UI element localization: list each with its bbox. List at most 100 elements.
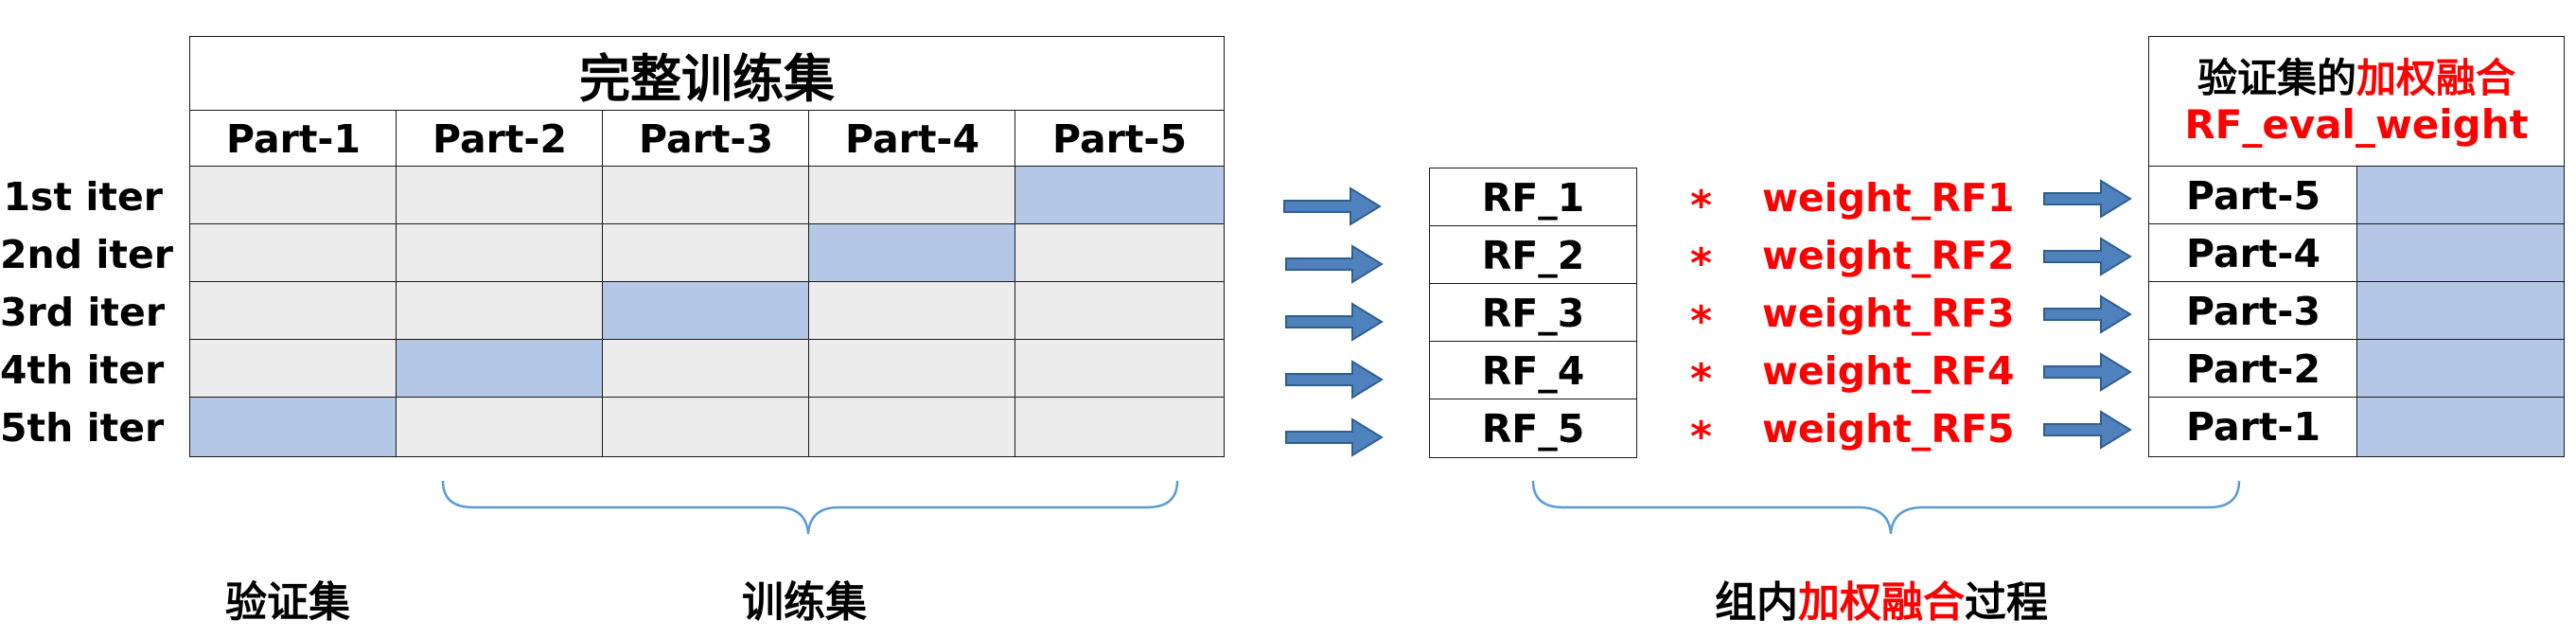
right-arrow-icon [2043,237,2132,276]
right-arrow-icon [1285,244,1384,284]
training-fold-cell [1015,339,1225,399]
fusion-value-cell [2356,397,2565,457]
weight-label: weight_RF1 [1762,175,2015,221]
fusion-part-cell: Part-1 [2148,397,2358,457]
fusion-value-cell [2356,339,2565,399]
training-fold-cell [396,397,604,457]
fusion-header-highlight: 加权融合 [2356,55,2516,101]
training-fold-cell [808,397,1016,457]
fusion-part-cell: Part-4 [2148,223,2358,283]
model-box: RF_3 [1429,283,1637,343]
training-fold-cell [602,339,810,399]
fusion-part-label: Part-2 [2186,346,2320,392]
training-fold-cell [1015,281,1225,341]
column-header-label: Part-3 [639,115,773,162]
fusion-part-label: Part-5 [2186,172,2320,219]
fusion-value-cell [2356,223,2565,283]
column-header-label: Part-5 [1052,115,1187,162]
process-label-highlight: 加权融合 [1798,578,1965,627]
multiply-operator: * [1690,413,1713,461]
table-title-cell: 完整训练集 [189,36,1225,112]
training-brace [441,480,1179,535]
right-arrow-icon [2043,352,2132,392]
weight-label: weight_RF2 [1762,233,2015,278]
multiply-operator: * [1690,239,1713,288]
fusion-part-label: Part-4 [2186,230,2320,276]
fusion-part-label: Part-3 [2186,288,2320,334]
training-fold-cell [602,397,810,457]
validation-fold-cell [808,223,1016,283]
fusion-part-cell: Part-3 [2148,281,2358,341]
process-brace [1531,480,2241,535]
fusion-header-text: 验证集的 [2197,55,2356,101]
row-label: 1st iter [3,174,163,220]
weight-label: weight_RF4 [1762,348,2015,394]
training-fold-cell [808,166,1016,225]
column-header: Part-4 [808,110,1016,168]
row-label: 2nd iter [0,232,174,277]
multiply-operator: * [1690,355,1713,403]
multiply-operator: * [1690,182,1713,230]
model-box: RF_2 [1429,225,1637,285]
weight-label: weight_RF3 [1762,291,2015,336]
fusion-header-line2: RF_eval_weight [2184,101,2529,148]
column-header: Part-5 [1015,110,1225,168]
multiply-operator: * [1690,297,1713,346]
model-label: RF_1 [1481,174,1585,221]
column-header-label: Part-1 [226,115,361,162]
training-fold-cell [602,223,810,283]
right-arrow-icon [1283,186,1382,226]
validation-fold-cell [1015,166,1225,225]
training-fold-cell [396,166,604,225]
right-arrow-icon [2043,410,2132,450]
row-label: 3rd iter [0,290,166,335]
training-fold-cell [189,166,397,225]
fusion-header-line1: 验证集的加权融合 [2149,46,2564,104]
column-header: Part-2 [396,110,604,168]
training-fold-cell [1015,397,1225,457]
right-arrow-icon [1285,417,1384,457]
row-label: 5th iter [0,405,165,451]
process-label-prefix: 组内 [1715,578,1798,627]
training-fold-cell [189,281,397,341]
training-fold-cell [396,281,604,341]
validation-set-label: 验证集 [225,578,350,627]
model-label: RF_3 [1481,290,1585,336]
fusion-header-cell: 验证集的加权融合 RF_eval_weight [2148,36,2565,168]
right-arrow-icon [1285,360,1384,399]
row-label: 4th iter [0,347,165,393]
fusion-part-cell: Part-5 [2148,166,2358,225]
process-label-suffix: 过程 [1965,578,2048,627]
column-header: Part-1 [189,110,397,168]
right-arrow-icon [2043,294,2132,334]
training-fold-cell [396,223,604,283]
validation-fold-cell [602,281,810,341]
model-label: RF_4 [1481,347,1585,394]
arrows-to-models [1283,186,1384,457]
validation-fold-cell [189,397,397,457]
training-fold-cell [808,281,1016,341]
table-title: 完整训练集 [579,48,835,109]
fusion-value-cell [2356,166,2565,225]
fusion-value-cell [2356,281,2565,341]
validation-fold-cell [396,339,604,399]
training-fold-cell [189,339,397,399]
column-header: Part-3 [602,110,810,168]
fusion-process-label: 组内加权融合过程 [1715,568,2048,629]
model-label: RF_5 [1481,405,1585,452]
arrows-to-fusion [2043,179,2132,450]
fusion-part-label: Part-1 [2186,404,2320,450]
column-header-label: Part-2 [432,115,567,162]
model-label: RF_2 [1481,232,1585,278]
model-box: RF_5 [1429,399,1637,458]
training-fold-cell [808,339,1016,399]
training-fold-cell [189,223,397,283]
training-fold-cell [602,166,810,225]
right-arrow-icon [1285,302,1384,342]
column-header-label: Part-4 [845,115,979,162]
training-set-label: 训练集 [742,578,867,627]
right-arrow-icon [2043,179,2132,219]
fusion-part-cell: Part-2 [2148,339,2358,399]
model-box: RF_1 [1429,168,1637,227]
weight-label: weight_RF5 [1762,406,2015,452]
